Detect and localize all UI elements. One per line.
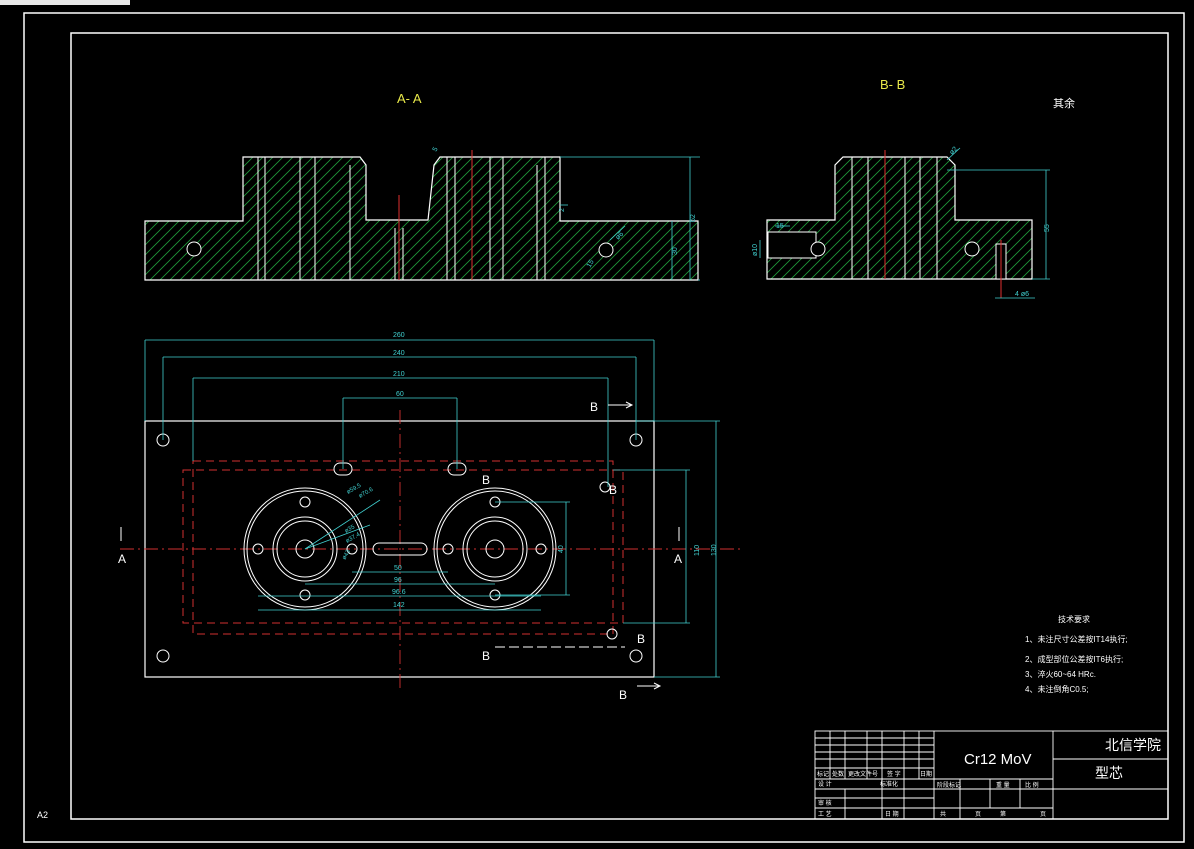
window-strip — [0, 0, 130, 5]
svg-text:30: 30 — [672, 247, 679, 255]
svg-text:处数: 处数 — [832, 770, 844, 778]
svg-text:210: 210 — [393, 371, 405, 378]
svg-text:96.6: 96.6 — [392, 589, 406, 596]
pin-hole-aa-right — [598, 242, 614, 258]
sheet-size-label: A2 — [37, 810, 48, 820]
svg-text:设 计: 设 计 — [818, 780, 832, 788]
svg-text:阶段标记: 阶段标记 — [937, 781, 961, 789]
svg-text:审 核: 审 核 — [818, 799, 832, 807]
svg-text:ø2: ø2 — [948, 146, 959, 157]
svg-text:日期: 日期 — [920, 770, 932, 778]
svg-text:日 期: 日 期 — [885, 810, 899, 818]
cut-b-mid-top2: B — [609, 483, 617, 497]
tech-req-item-4: 4、未注倒角C0.5; — [1025, 684, 1089, 694]
part-aa-outline — [144, 156, 699, 281]
plan-view: 260 240 210 60 50 96 96.6 142 110 130 40… — [118, 332, 740, 702]
svg-text:共: 共 — [940, 810, 946, 818]
svg-text:ø35: ø35 — [344, 524, 357, 535]
svg-text:40: 40 — [558, 545, 565, 553]
svg-text:96: 96 — [394, 577, 402, 584]
svg-text:130: 130 — [711, 544, 718, 556]
title-block-text: 标记 处数 更改文件号 签 字 日期 设 计 标准化 审 核 工 艺 日 期 阶… — [817, 770, 1046, 818]
svg-text:页: 页 — [1040, 811, 1046, 818]
svg-text:50: 50 — [394, 565, 402, 572]
bb-hole-right — [964, 241, 980, 257]
svg-text:标准化: 标准化 — [880, 780, 898, 788]
svg-text:比 例: 比 例 — [1025, 781, 1039, 789]
center-slot — [372, 542, 428, 556]
inner-border — [70, 32, 1169, 820]
svg-text:15: 15 — [776, 223, 784, 230]
svg-text:ø6: ø6 — [614, 231, 625, 242]
svg-text:第: 第 — [1000, 810, 1006, 818]
svg-text:工 艺: 工 艺 — [818, 810, 832, 818]
cut-b-bottom: B — [619, 688, 627, 702]
outer-border — [23, 12, 1185, 843]
svg-text:ø10: ø10 — [752, 244, 759, 256]
svg-text:55: 55 — [1044, 224, 1051, 232]
pin-hole-aa-left — [186, 241, 202, 257]
svg-text:签 字: 签 字 — [887, 770, 901, 778]
svg-text:240: 240 — [393, 350, 405, 357]
section-aa-view: A- A 62 30 15 ø6 2 5 — [144, 91, 700, 281]
cut-a-right: A — [674, 552, 682, 566]
tech-req-item-3: 3、淬火60~64 HRc. — [1025, 669, 1096, 679]
svg-text:62: 62 — [690, 214, 697, 222]
svg-text:2: 2 — [559, 208, 566, 212]
cut-b-mid-bot: B — [637, 632, 645, 646]
bb-hole-left — [810, 241, 826, 257]
tech-req-item-1: 1、未注尺寸公差按IT14执行; — [1025, 634, 1128, 644]
svg-text:标记: 标记 — [817, 770, 829, 778]
section-bb-title: B- B — [880, 77, 905, 92]
svg-text:重 量: 重 量 — [996, 781, 1010, 789]
svg-text:更改文件号: 更改文件号 — [848, 770, 878, 778]
technical-requirements: 技术要求 1、未注尺寸公差按IT14执行; 2、成型部位公差按IT6执行; 3、… — [1025, 614, 1128, 694]
svg-text:页: 页 — [975, 811, 981, 818]
svg-text:15: 15 — [586, 259, 596, 269]
cut-a-left: A — [118, 552, 126, 566]
tech-req-item-2: 2、成型部位公差按IT6执行; — [1025, 654, 1123, 664]
hidden-outline — [192, 460, 614, 635]
svg-text:ø43: ø43 — [342, 548, 353, 561]
svg-text:4 ø6: 4 ø6 — [1015, 291, 1029, 298]
cut-b-bot-left: B — [482, 649, 490, 663]
cut-b-mid-top: B — [482, 473, 490, 487]
svg-text:110: 110 — [694, 545, 701, 556]
side-pin-hole — [767, 231, 817, 259]
svg-text:5: 5 — [432, 146, 440, 153]
school-name: 北信学院 — [1105, 737, 1161, 753]
section-aa-title: A- A — [397, 91, 422, 106]
svg-text:142: 142 — [393, 602, 405, 609]
section-bb-view: B- B 其余 55 ø10 15 4 ø6 ø2 — [752, 77, 1075, 299]
roughness-note: 其余 — [1053, 96, 1075, 110]
left-cavity — [243, 487, 367, 611]
svg-text:260: 260 — [393, 332, 405, 339]
svg-text:60: 60 — [396, 391, 404, 398]
material-label: Cr12 MoV — [964, 751, 1032, 768]
cut-b-top: B — [590, 400, 598, 414]
part-name: 型芯 — [1095, 765, 1123, 781]
title-block — [814, 730, 1169, 820]
tech-req-title: 技术要求 — [1058, 614, 1090, 624]
part-bb-outline — [766, 156, 1033, 280]
